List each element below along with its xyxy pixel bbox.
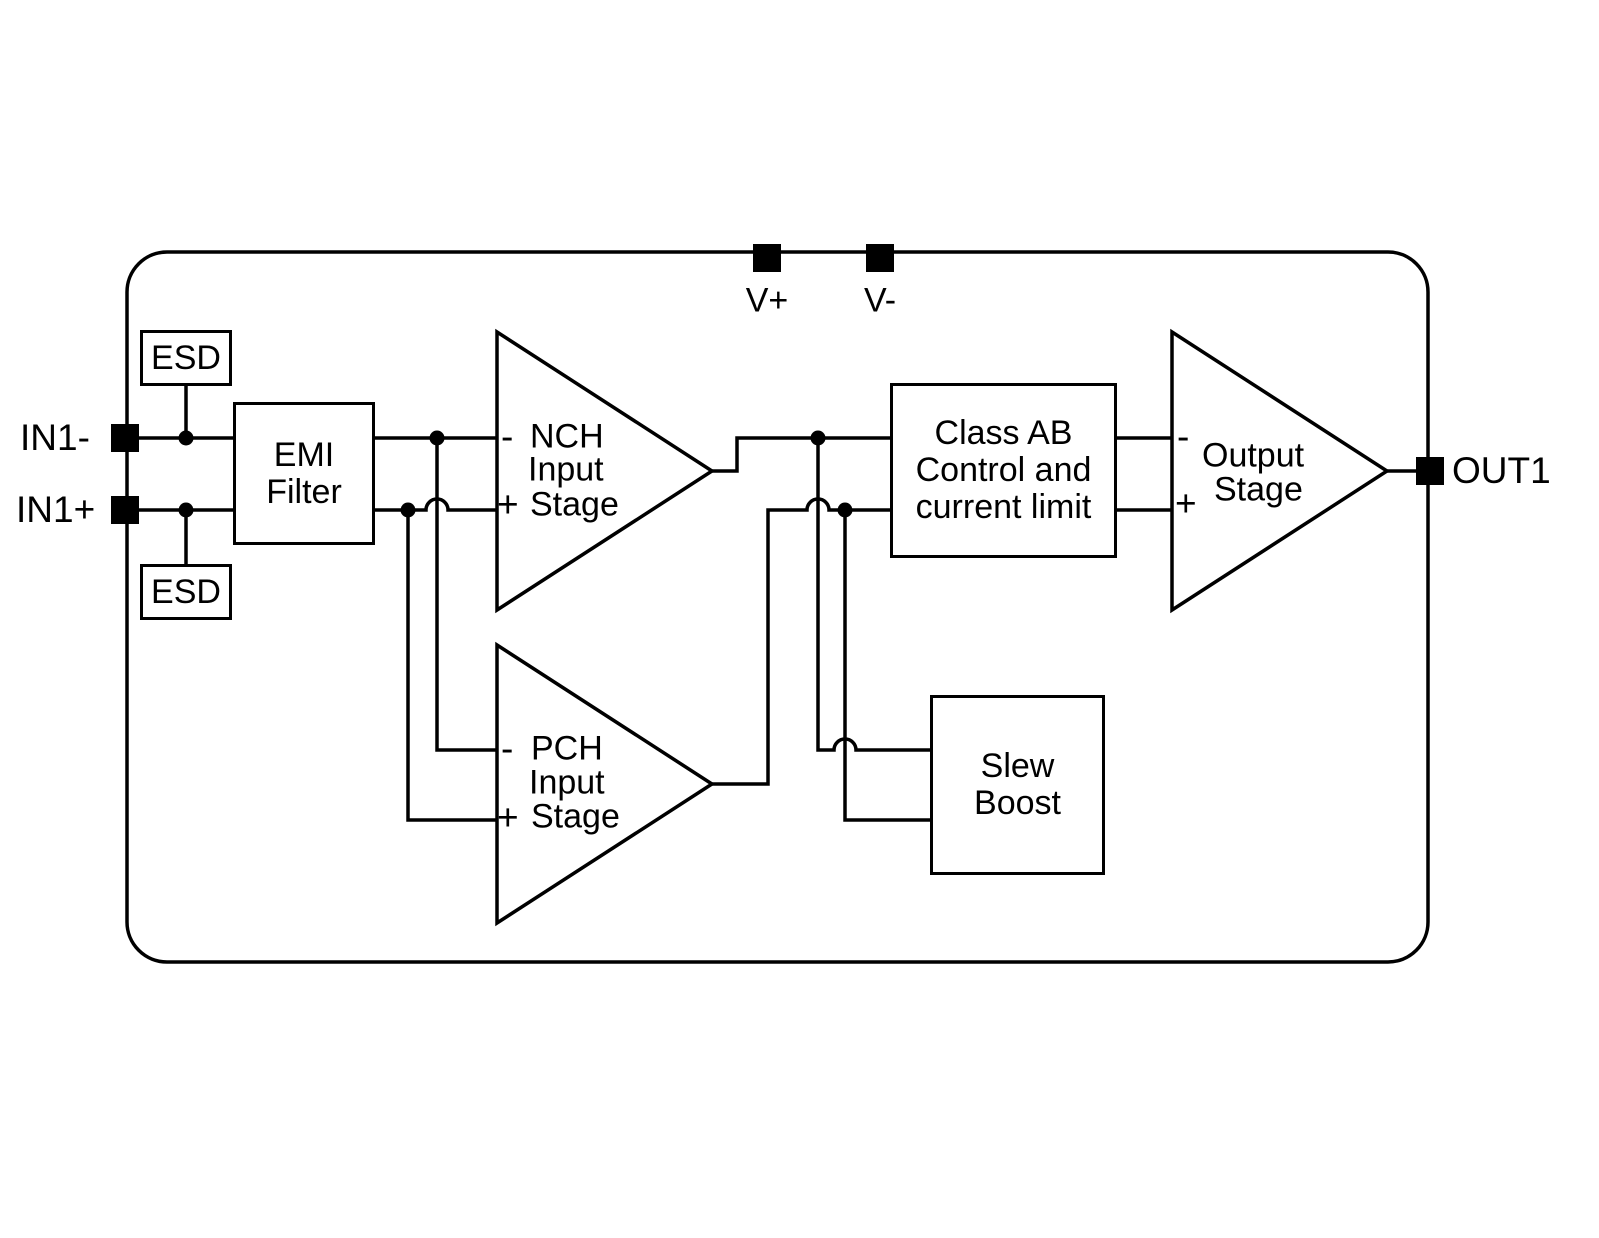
out1-label: OUT1 — [1452, 450, 1551, 491]
esd-bottom-label: ESD — [151, 572, 221, 611]
junction-dot — [178, 430, 194, 446]
junction-dot — [400, 502, 416, 518]
junction-dot — [429, 430, 445, 446]
nch-label-word1: NCH — [530, 417, 604, 456]
esd-top-label: ESD — [151, 338, 221, 377]
pch-minus-sign: - — [501, 728, 514, 769]
esd-block-top: ESD — [140, 330, 232, 386]
slew-boost-block: Slew Boost — [930, 695, 1105, 875]
wire-pch-plus-feed — [406, 510, 497, 822]
nch-plus-sign: + — [497, 484, 519, 525]
v-plus-label: V+ — [745, 281, 789, 320]
v-minus-pad — [866, 244, 894, 272]
wire-pch-minus-feed — [435, 438, 497, 752]
pch-plus-sign: + — [497, 797, 519, 838]
class-ab-block: Class AB Control and current limit — [890, 383, 1117, 558]
esd-block-bottom: ESD — [140, 564, 232, 620]
slew-boost-label-line1: Slew — [980, 747, 1055, 785]
v-minus-label: V- — [863, 281, 897, 320]
wire-slew-boost-input-bottom — [843, 510, 931, 822]
pch-label-word2: Input — [529, 763, 605, 802]
pch-input-stage-triangle — [495, 641, 716, 927]
wire-pch-output — [709, 497, 891, 786]
diagram-border — [125, 250, 1430, 964]
class-ab-label-line1: Class AB — [934, 414, 1073, 452]
output-stage-label-word1: Output — [1202, 436, 1305, 475]
in1-plus-label: IN1+ — [16, 489, 96, 530]
nch-minus-sign: - — [501, 416, 514, 457]
emi-filter-label-line2: Filter — [266, 472, 342, 511]
pch-label-word3: Stage — [531, 797, 620, 836]
emi-filter-block: EMI Filter — [233, 402, 375, 545]
output-stage-plus-sign: + — [1175, 483, 1197, 524]
class-ab-label-line2: Control and — [915, 451, 1092, 489]
output-stage-minus-sign: - — [1177, 416, 1190, 457]
out1-pad — [1416, 457, 1444, 485]
in1-minus-label: IN1- — [20, 417, 90, 458]
slew-boost-label-line2: Boost — [974, 784, 1061, 822]
pch-label-word1: PCH — [531, 729, 603, 768]
emi-filter-label-line1: EMI — [273, 435, 335, 474]
nch-label-word2: Input — [528, 450, 604, 489]
nch-input-stage-triangle — [495, 328, 716, 614]
in1-plus-pad — [111, 496, 139, 524]
output-stage-triangle — [1170, 328, 1391, 614]
junction-dot — [810, 430, 826, 446]
nch-label-word3: Stage — [530, 485, 619, 524]
v-plus-pad — [753, 244, 781, 272]
junction-dot — [178, 502, 194, 518]
in1-minus-pad — [111, 424, 139, 452]
output-stage-label-word2: Stage — [1214, 470, 1303, 509]
junction-dot — [837, 502, 853, 518]
wire-nch-output — [709, 436, 891, 473]
class-ab-label-line3: current limit — [915, 488, 1092, 526]
